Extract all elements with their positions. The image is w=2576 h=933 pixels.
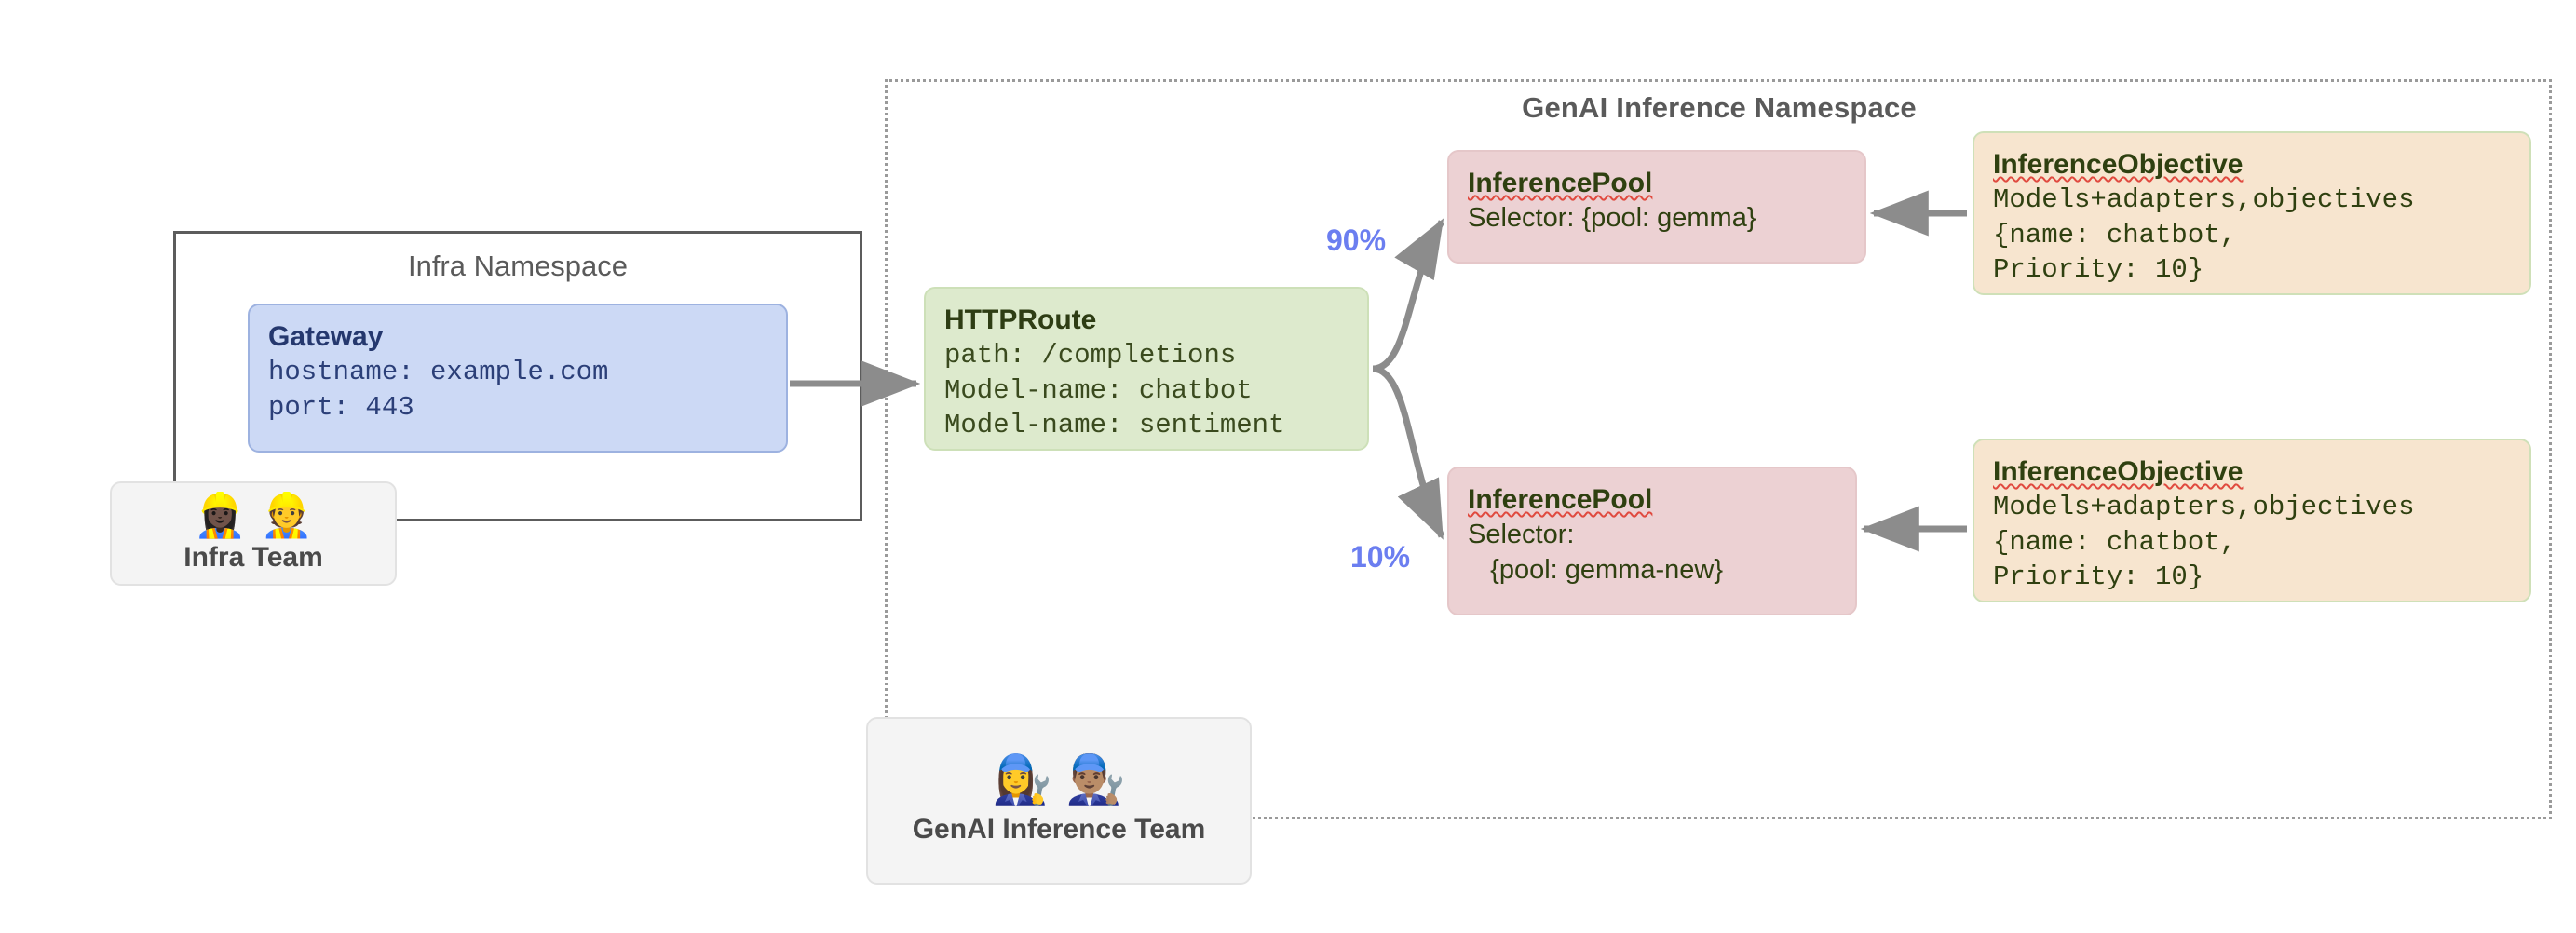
traffic-weight-label-10: 10% xyxy=(1350,540,1411,574)
gateway-title: Gateway xyxy=(268,321,384,352)
gateway-hostname: hostname: example.com xyxy=(268,357,609,387)
inferencepool-node-gemma-new[interactable]: InferencePool Selector: {pool: gemma-new… xyxy=(1447,466,1857,615)
genai-inference-namespace-boundary xyxy=(885,79,2552,819)
inferenceobjective-node-bottom[interactable]: InferenceObjective Models+adapters,objec… xyxy=(1973,439,2531,602)
inferenceobjective-title: InferenceObjective xyxy=(1993,149,2244,180)
httproute-model-name-chatbot: Model-name: chatbot xyxy=(944,374,1253,406)
inferencepool-node-gemma[interactable]: InferencePool Selector: {pool: gemma} xyxy=(1447,150,1866,264)
gateway-port: port: 443 xyxy=(268,391,414,423)
inferencepool-title: InferencePool xyxy=(1468,168,1653,198)
infra-namespace-title: Infra Namespace xyxy=(407,250,629,282)
genai-inference-team-label: GenAI Inference Team xyxy=(912,814,1206,845)
inferencepool-title: InferencePool xyxy=(1468,484,1653,515)
infra-team-label: Infra Team xyxy=(183,542,323,573)
inferencepool-selector: Selector: {pool: gemma} xyxy=(1468,203,1756,233)
inferenceobjective-priority: Priority: 10} xyxy=(1993,561,2204,593)
inferenceobjective-models: Models+adapters,objectives xyxy=(1993,184,2415,215)
inferenceobjective-node-top[interactable]: InferenceObjective Models+adapters,objec… xyxy=(1973,131,2531,295)
inferencepool-selector-value: {pool: gemma-new} xyxy=(1468,554,1724,585)
traffic-weight-label-90: 90% xyxy=(1326,223,1387,257)
mechanic-icon: 👩‍🔧👨🏽‍🔧 xyxy=(992,753,1139,807)
inferencepool-selector-label: Selector: xyxy=(1468,520,1575,549)
httproute-path: path: /completions xyxy=(944,340,1237,371)
construction-worker-icon: 👷🏿‍♀️👷 xyxy=(193,491,327,539)
inferenceobjective-name: {name: chatbot, xyxy=(1993,219,2237,250)
genai-inference-team-box[interactable]: 👩‍🔧👨🏽‍🔧 GenAI Inference Team xyxy=(866,717,1252,885)
httproute-node[interactable]: HTTPRoute path: /completions Model-name:… xyxy=(924,287,1369,451)
infra-team-box[interactable]: 👷🏿‍♀️👷 Infra Team xyxy=(110,481,397,586)
httproute-title: HTTPRoute xyxy=(944,304,1097,335)
inferenceobjective-name: {name: chatbot, xyxy=(1993,526,2237,558)
httproute-model-name-sentiment: Model-name: sentiment xyxy=(944,410,1285,441)
genai-inference-namespace-title: GenAI Inference Namespace xyxy=(1522,91,1917,124)
inferenceobjective-priority: Priority: 10} xyxy=(1993,254,2204,286)
inferenceobjective-models: Models+adapters,objectives xyxy=(1993,492,2415,522)
gateway-node[interactable]: Gateway hostname: example.com port: 443 xyxy=(248,304,788,453)
inferenceobjective-title: InferenceObjective xyxy=(1993,456,2244,487)
